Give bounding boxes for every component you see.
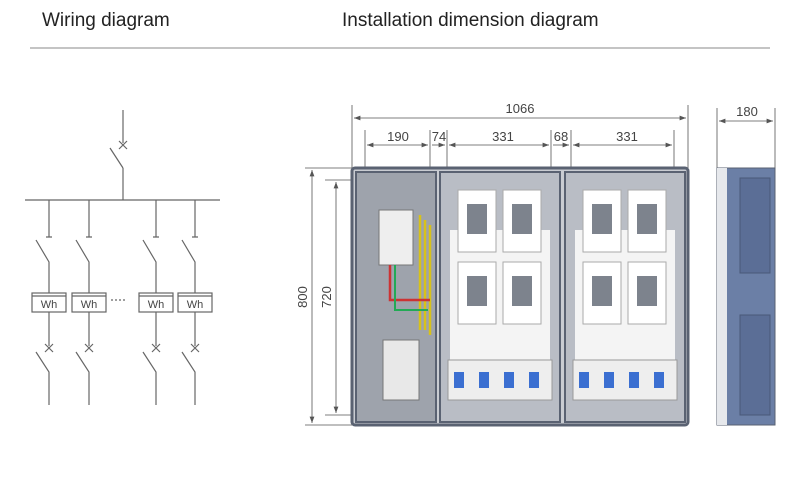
dim-inner-height: 720: [319, 286, 334, 308]
meter-window: [457, 189, 497, 253]
meter-bay: [564, 171, 686, 423]
cabinet-side-view: [716, 167, 776, 426]
main-breaker: [378, 209, 414, 266]
meter-bay: [439, 171, 561, 423]
branch-circuit: [71, 200, 107, 405]
dim-segment-3: 331: [492, 129, 514, 144]
dimension-lines: [305, 105, 776, 426]
meter-label: Wh: [148, 299, 165, 311]
contactor: [382, 339, 420, 401]
branch-circuit: [31, 200, 67, 405]
meter-box: [71, 292, 107, 313]
dim-segment-1: 190: [387, 129, 409, 144]
meter-box: [138, 292, 174, 313]
meter-box: [31, 292, 67, 313]
branch-circuit: [138, 200, 174, 405]
meter-label: Wh: [187, 299, 204, 311]
wiring-schematic: [25, 110, 220, 301]
wiring-diagram-title: Wiring diagram: [42, 10, 170, 31]
dim-overall-width: 1066: [506, 101, 535, 116]
meter-label: Wh: [41, 299, 58, 311]
dim-segment-5: 331: [616, 129, 638, 144]
installation-diagram-title: Installation dimension diagram: [342, 10, 599, 31]
dim-overall-height: 800: [295, 286, 310, 308]
meter-box: [177, 292, 213, 313]
main-breaker-x-icon: [118, 140, 128, 150]
dim-segment-4: 68: [554, 129, 568, 144]
cabinet-front-view: [350, 166, 690, 427]
dim-segment-2: 74: [432, 129, 446, 144]
meter-label: Wh: [81, 299, 98, 311]
dim-depth: 180: [736, 104, 758, 119]
branch-circuit: [177, 200, 213, 405]
